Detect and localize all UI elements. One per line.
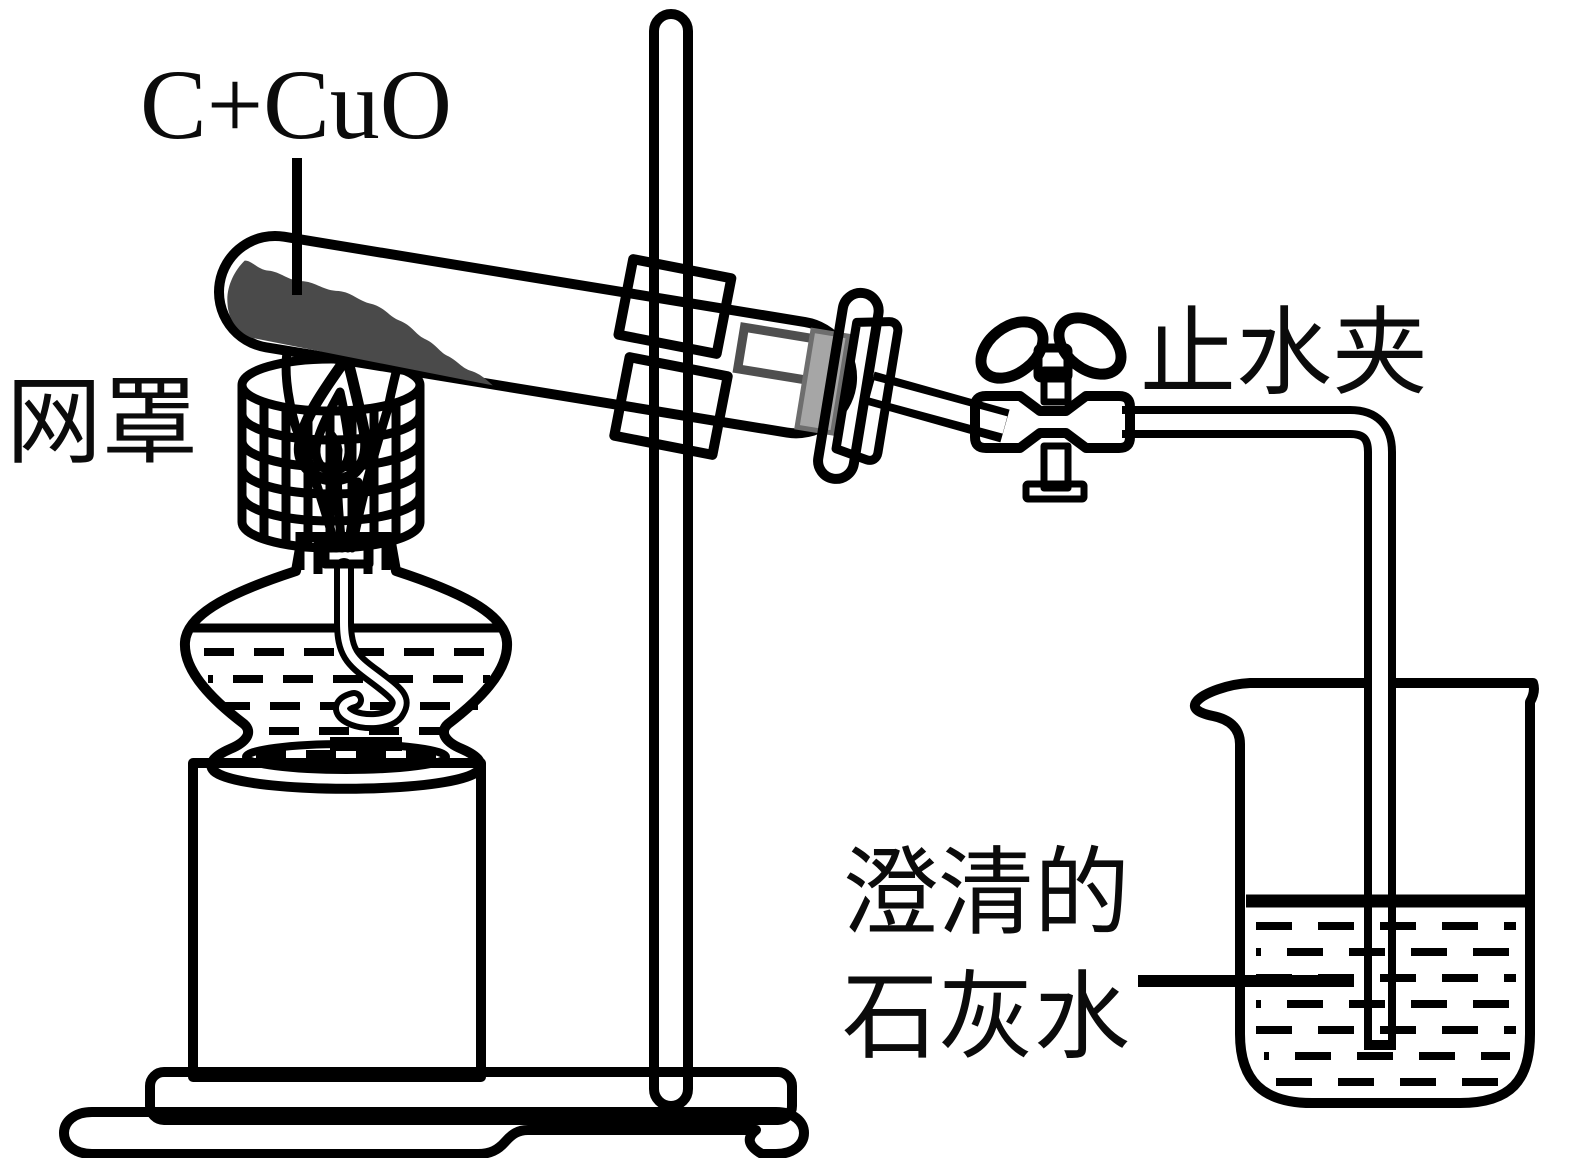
test-tube-glass (214, 230, 858, 439)
delivery-tube-bore (1122, 414, 1388, 1040)
support-block (188, 758, 486, 1082)
test-tube-mouth-rim (813, 287, 884, 484)
label-pinch-clamp: 止水夹 (1140, 300, 1428, 407)
pinch-clamp (970, 312, 1135, 503)
stand-rod (649, 9, 693, 1111)
wick-strand (332, 445, 347, 553)
wing-nut-center (1033, 343, 1073, 383)
wing-nut-left (975, 316, 1049, 384)
flame-inner (311, 387, 354, 476)
connector-tube-bore (869, 380, 1008, 434)
limewater (1246, 894, 1526, 1086)
clamp-foot-plate (1022, 480, 1088, 503)
label-reactants: C+CuO (140, 49, 452, 160)
clamp-lower-shaft (1040, 442, 1072, 492)
label-limewater-line2: 石灰水 (842, 964, 1130, 1071)
lamp-body (179, 532, 513, 794)
wick-strand (343, 477, 363, 553)
connector-tube-left (865, 371, 1010, 443)
alcohol-lamp (179, 532, 513, 794)
wing-nut-right (1053, 312, 1127, 380)
beaker-outline (1189, 678, 1539, 1108)
delivery-tube-long (1122, 406, 1396, 1050)
wick-strand (281, 347, 341, 553)
clamp-screw-shaft (1040, 366, 1072, 406)
flame (281, 347, 404, 553)
beaker (1189, 678, 1539, 1108)
stand-clamp (609, 254, 737, 460)
mesh-legs (295, 532, 391, 574)
pinch-clamp-body (970, 391, 1135, 453)
delivery-tube-wall (1122, 406, 1396, 1050)
stand-foot (59, 1107, 809, 1158)
wick-strands (281, 347, 404, 553)
lamp-wick-lower-inner (339, 564, 404, 726)
clamp-jaw-lower (609, 352, 733, 460)
liquid-dashes (1256, 922, 1516, 1086)
rubber-stopper (831, 317, 903, 465)
clamp-jaw-upper (613, 254, 737, 359)
flame-outer (293, 351, 372, 486)
wick-strand (347, 356, 404, 553)
label-limewater-line1: 澄清的 (842, 840, 1130, 947)
label-mesh-cover: 网罩 (6, 369, 198, 476)
